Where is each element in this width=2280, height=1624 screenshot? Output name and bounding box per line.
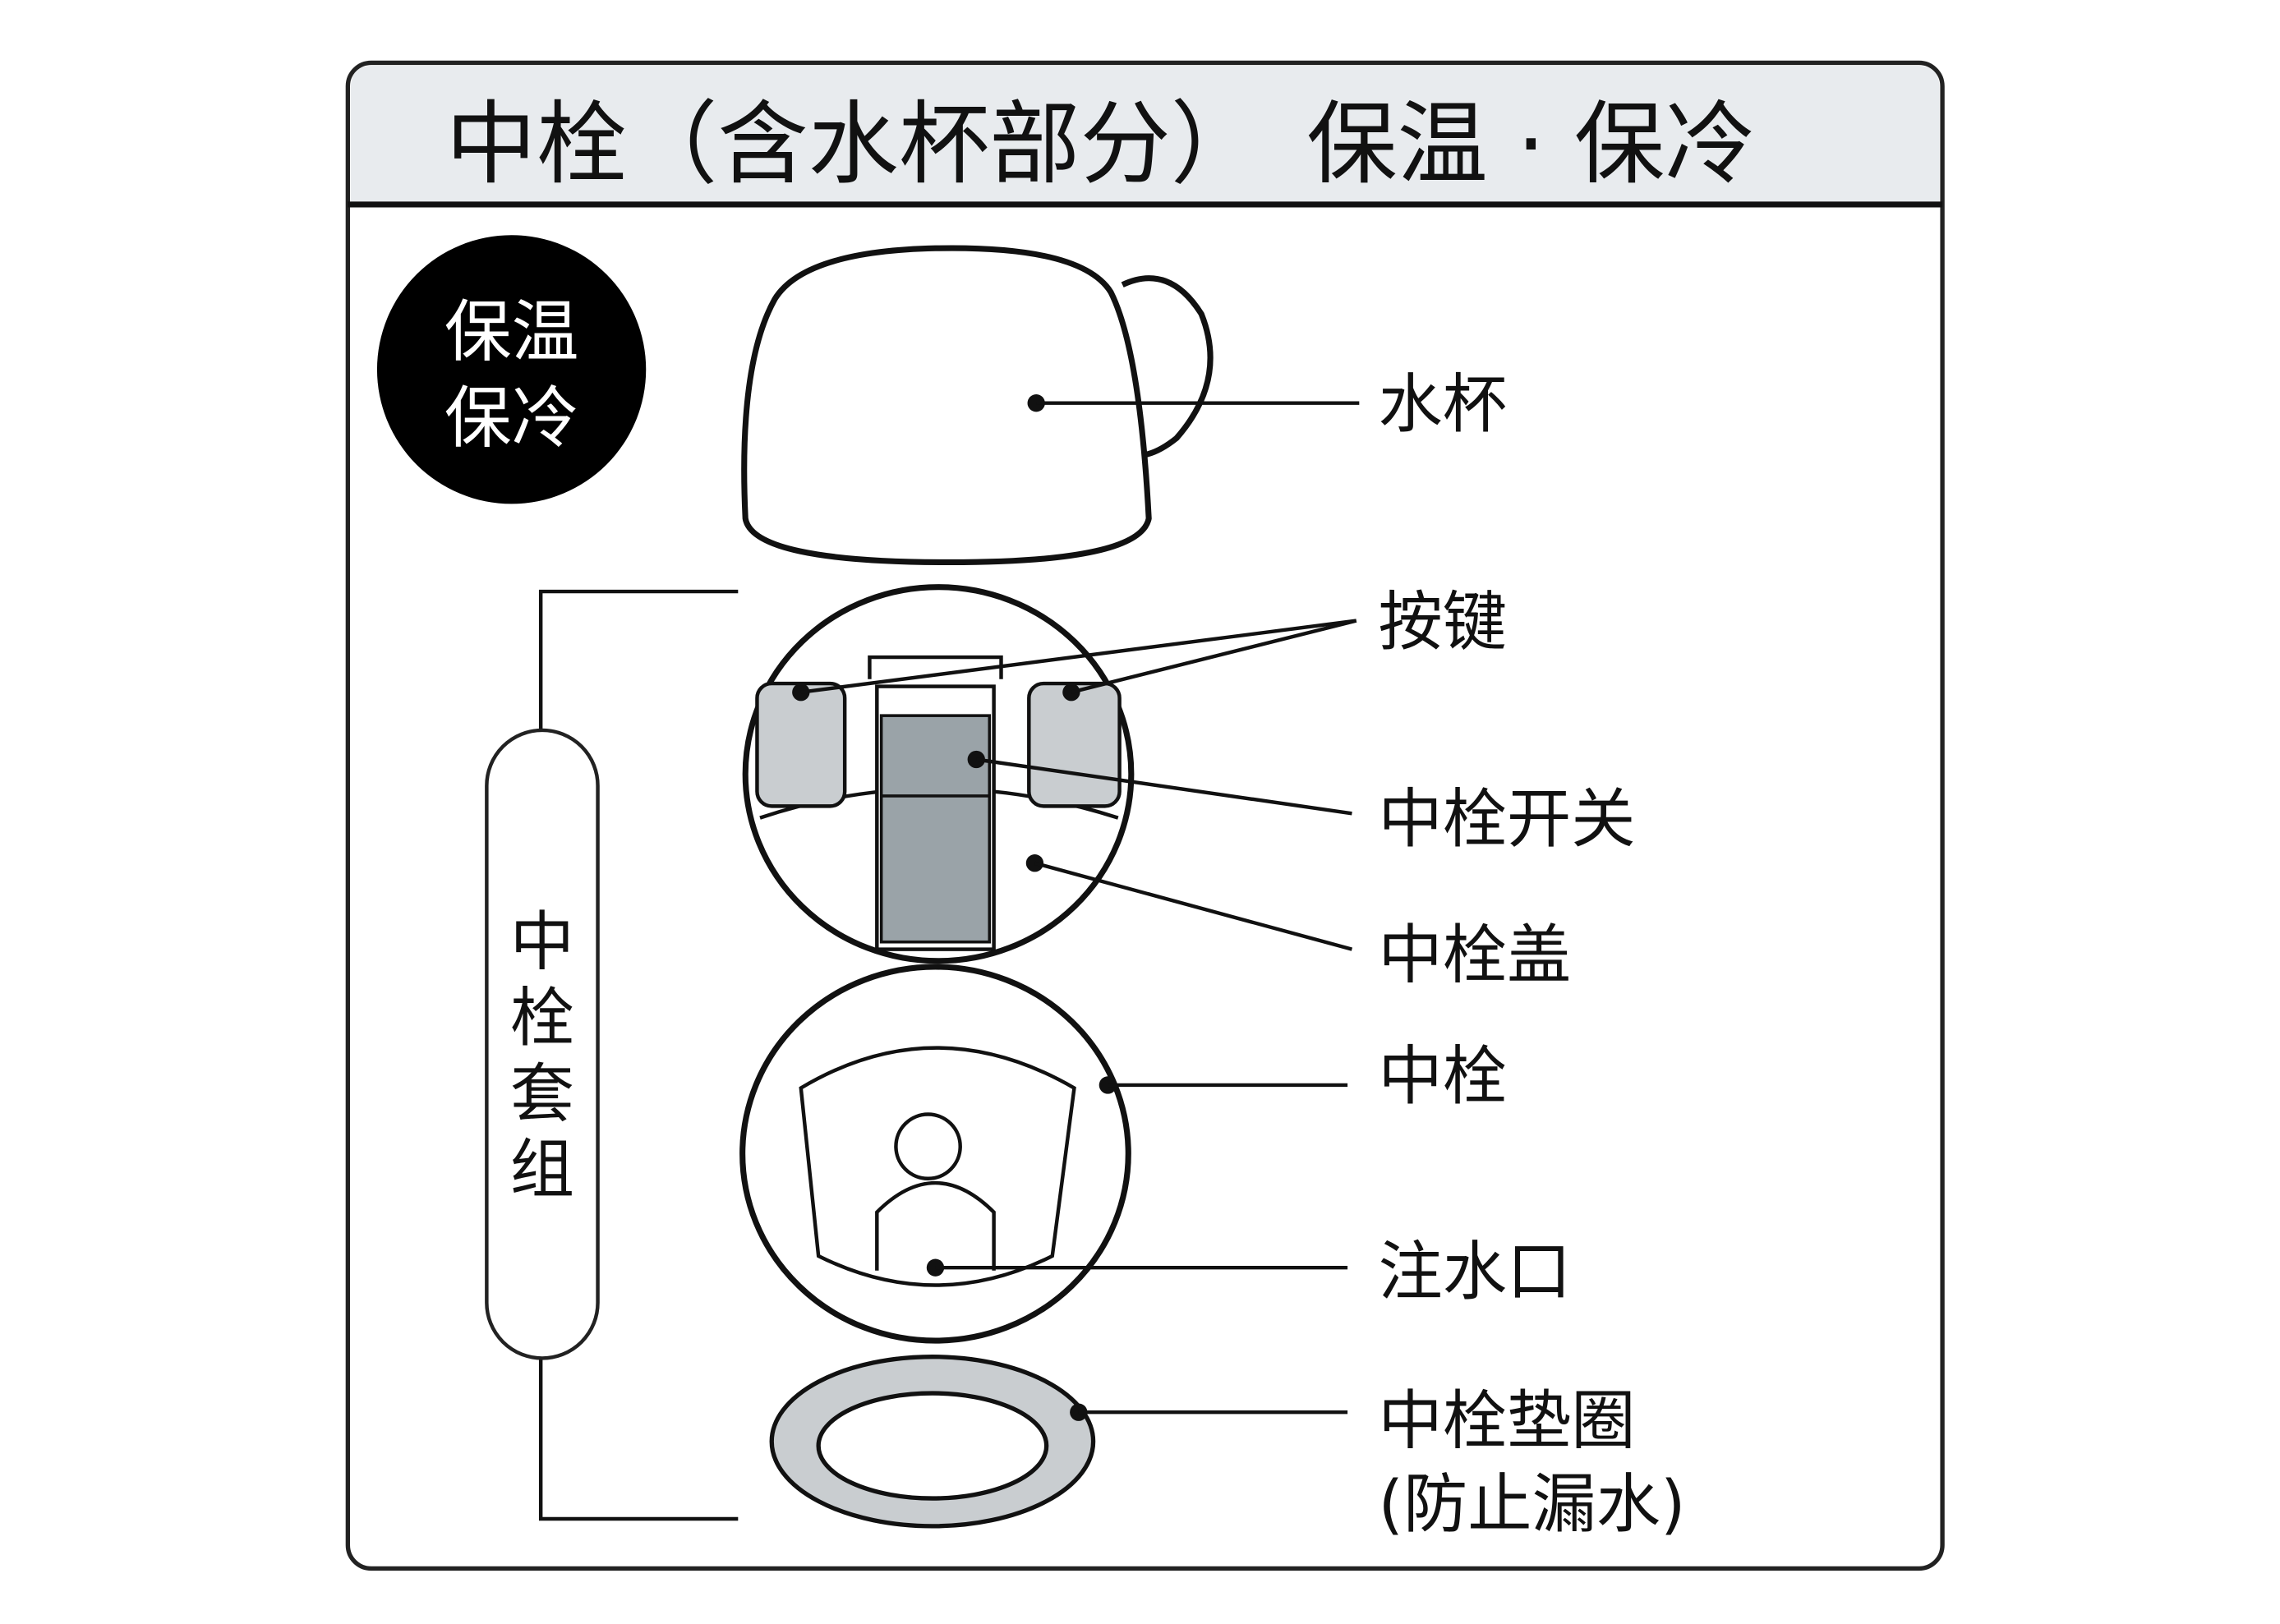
badge-circle [376, 235, 647, 504]
cover-illustration [742, 584, 1135, 964]
group-label-2: 栓 [510, 981, 574, 1056]
leader-lines [800, 401, 1360, 1415]
gasket-illustration [769, 1354, 1096, 1529]
label-cover: 中栓盖 [1378, 918, 1571, 992]
group-label-3: 套 [510, 1056, 574, 1131]
title-band [350, 66, 1940, 205]
group-bracket [485, 589, 739, 1521]
label-stopper: 中栓 [1378, 1039, 1507, 1114]
label-spout: 注水口 [1378, 1235, 1571, 1309]
stopper-illustration [739, 964, 1131, 1344]
group-label-4: 组 [510, 1133, 574, 1208]
label-button: 按键 [1378, 585, 1507, 660]
cup-illustration [741, 245, 1214, 566]
group-label-1: 中 [510, 904, 574, 979]
label-gasket-note: (防止漏水) [1378, 1467, 1685, 1542]
label-switch: 中栓开关 [1378, 782, 1635, 857]
label-cup: 水杯 [1378, 367, 1507, 442]
badge-line2: 保冷 [444, 380, 579, 458]
label-gasket: 中栓垫圈 [1378, 1384, 1635, 1459]
badge-line1: 保温 [444, 293, 579, 371]
page-title: 中栓（含水杯部分） 保温 · 保冷 [446, 92, 1756, 197]
